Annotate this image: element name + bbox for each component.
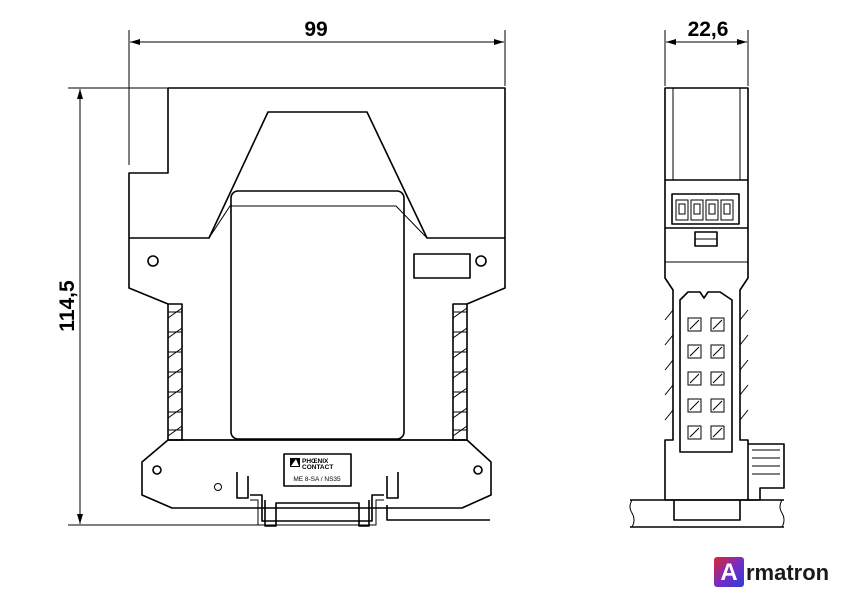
part-number: ME 8-SA / NS35 <box>293 476 341 483</box>
screw-right-icon <box>475 255 487 267</box>
front-label-window <box>230 190 405 440</box>
product-label-box <box>283 453 352 487</box>
height-dimension: 114,5 <box>56 87 265 526</box>
brand-line2: CONTACT <box>302 464 333 471</box>
top-terminal-block <box>671 193 740 247</box>
armatron-logo-icon <box>714 557 744 587</box>
side-clip <box>748 443 785 501</box>
depth-dimension-label: 22,6 <box>688 18 729 41</box>
screw-left-icon <box>147 255 159 267</box>
width-dimension: 99 <box>128 18 506 165</box>
armatron-watermark: A rmatron <box>714 557 829 587</box>
depth-dimension: 22,6 <box>664 18 749 86</box>
bottom-terminal-block <box>679 291 733 453</box>
watermark-text: rmatron <box>746 560 829 585</box>
product-label: PHŒNIX CONTACT ME 8-SA / NS35 <box>283 453 352 487</box>
height-dimension-label: 114,5 <box>56 280 79 332</box>
left-vent-ribs <box>167 303 183 441</box>
housing-top-ridge <box>129 111 505 239</box>
housing-outline <box>128 87 506 441</box>
side-din-rail <box>629 499 785 528</box>
side-view: 22,6 <box>629 18 785 528</box>
front-view: 99 114,5 <box>56 18 506 527</box>
housing-base <box>141 439 492 509</box>
din-rail <box>264 500 370 527</box>
marker-slot <box>413 253 471 279</box>
width-dimension-label: 99 <box>304 18 327 41</box>
right-vent-ribs <box>452 303 468 441</box>
brand-line1: PHŒNIX <box>302 458 329 465</box>
base-screw-left-icon <box>152 465 162 475</box>
watermark-letter: A <box>720 559 737 586</box>
din-rail-clips <box>236 472 399 526</box>
base-screw-right-icon <box>473 465 483 475</box>
